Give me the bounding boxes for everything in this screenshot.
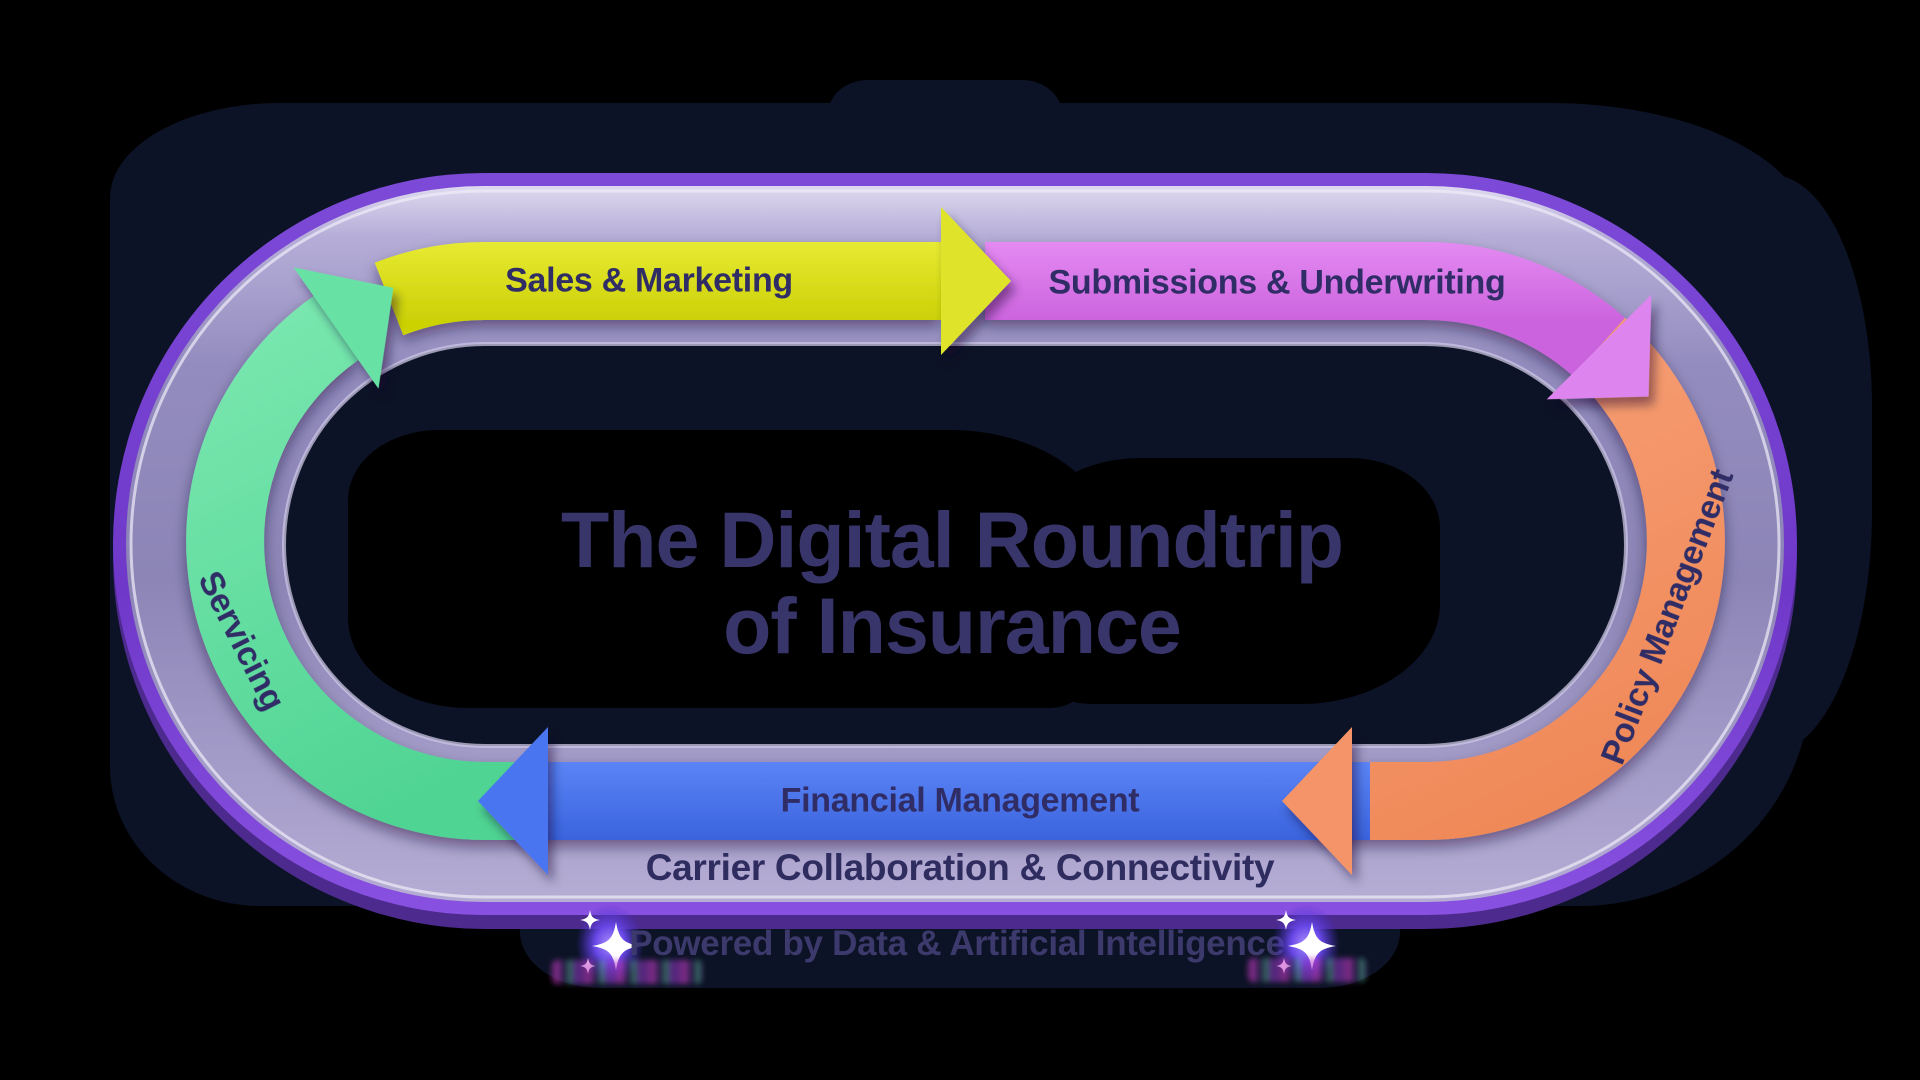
band-sales-marketing [374,241,941,336]
band-servicing [186,296,548,840]
diagram-title-line1: The Digital Roundtrip [560,495,1344,584]
band-submissions-underwriting [985,241,1625,377]
pixel-artifact [1248,958,1366,982]
track-infield-rim [282,342,1628,748]
powered-by-text: Powered by Data & Artificial Intelligenc… [629,924,1285,963]
stage-label-sales-marketing: Sales & Marketing [505,261,793,300]
diagram-title: The Digital Roundtrip of Insurance [560,495,1344,670]
stage-label-submissions-underwriting: Submissions & Underwriting [1048,263,1506,302]
band-policy-management [1360,317,1725,841]
title-backdrop-blob [348,430,1110,708]
diagram-title-line2: of Insurance [723,581,1182,670]
backdrop-blob-top-bump [828,80,1062,160]
track-road-highlight [129,189,1781,899]
pixel-artifact [552,960,702,984]
track-label-carrier-collaboration: Carrier Collaboration & Connectivity [645,847,1275,888]
title-backdrop-blob-right [1020,458,1440,704]
stage-label-financial-management: Financial Management [780,781,1140,820]
